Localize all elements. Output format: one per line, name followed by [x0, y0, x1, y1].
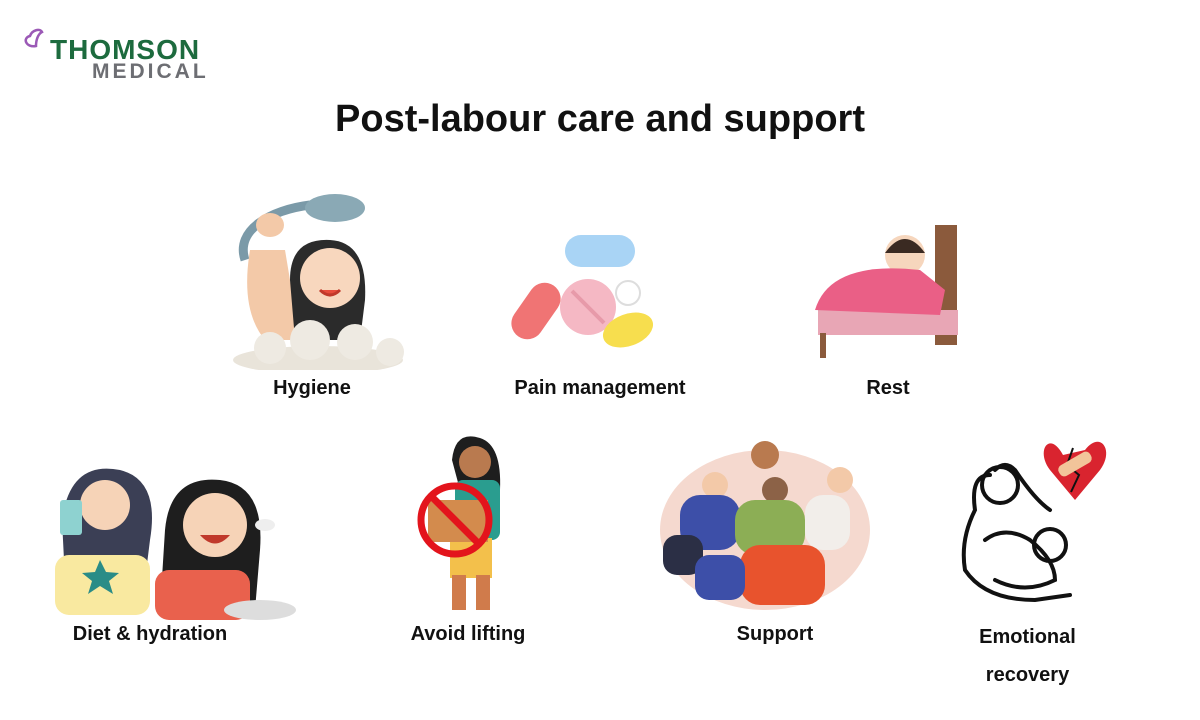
no-lifting-icon [417, 436, 501, 610]
item-label-emotional-line2: recovery [985, 664, 1070, 686]
item-label-emotional-line1: Emotional [979, 626, 1076, 648]
logo-text-top: THOMSON [50, 34, 201, 65]
item-label-support: Support [736, 623, 814, 645]
group-hug-icon [660, 441, 870, 610]
shower-icon [233, 194, 404, 370]
item-label-rest: Rest [866, 377, 910, 399]
bed-icon [815, 225, 958, 358]
item-label-hygiene: Hygiene [273, 377, 351, 399]
mother-baby-heart-icon [961, 441, 1107, 603]
item-label-pain-management: Pain management [514, 377, 686, 399]
eating-drinking-icon [55, 468, 296, 620]
logo-text-bottom: MEDICAL [92, 60, 209, 83]
pills-icon [511, 235, 654, 348]
page-title: Post-labour care and support [335, 98, 865, 140]
butterfly-icon [24, 28, 44, 48]
item-label-emotional-recovery: Emotional recovery [945, 618, 1110, 694]
item-label-diet-hydration: Diet & hydration [72, 623, 228, 645]
item-label-avoid-lifting: Avoid lifting [410, 623, 526, 645]
